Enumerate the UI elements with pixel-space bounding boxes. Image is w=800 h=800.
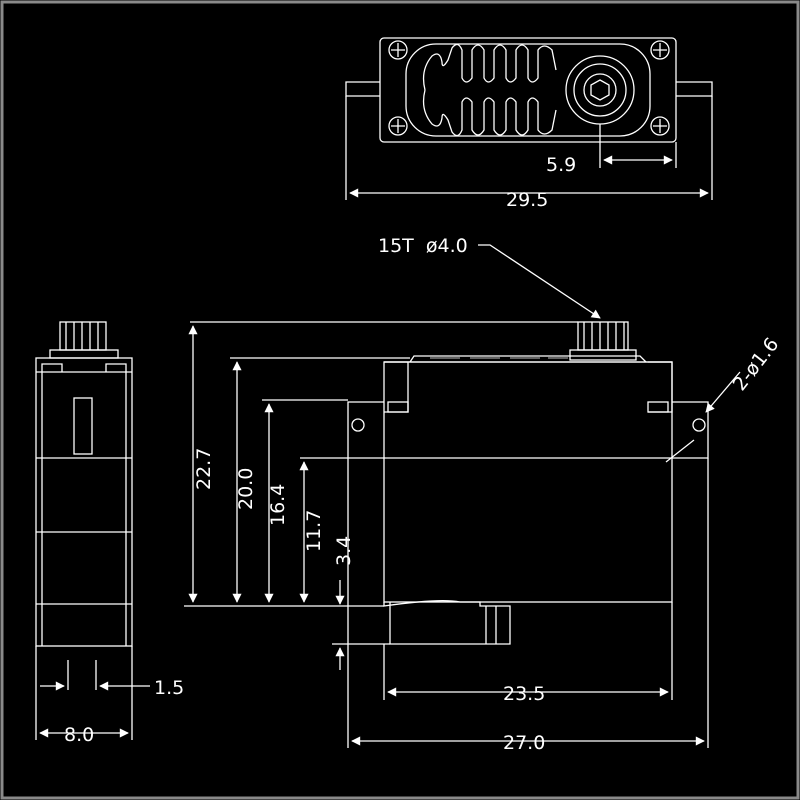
side-body <box>35 357 133 647</box>
spline-callout: 15T ø4.0 <box>378 235 468 257</box>
dim-body-width: 23.5 <box>503 683 545 705</box>
dim-height-base: 3.4 <box>333 536 355 566</box>
top-view-body <box>379 37 677 143</box>
dim-height-body: 20.0 <box>235 468 257 510</box>
dim-mount-width: 27.0 <box>503 732 545 754</box>
output-shaft-icon <box>565 55 635 125</box>
top-view <box>345 37 713 200</box>
dim-top-width: 29.5 <box>506 189 548 211</box>
spline-icon <box>569 321 637 361</box>
cooling-fins <box>422 43 557 137</box>
hole-callout: 2-ø1.6 <box>729 334 784 395</box>
mount-hole-icon <box>351 418 365 432</box>
screw-icon <box>650 116 670 136</box>
dim-height-mount: 16.4 <box>267 484 289 526</box>
mount-hole-icon <box>692 418 706 432</box>
screw-icon <box>388 40 408 60</box>
servo-body <box>383 361 673 603</box>
dim-height-lower: 11.7 <box>303 510 325 552</box>
dim-height-total: 22.7 <box>193 448 215 490</box>
side-view <box>35 321 150 740</box>
dim-horn-offset: 5.9 <box>546 154 576 176</box>
dim-side-offset: 1.5 <box>154 677 184 699</box>
dim-side-width: 8.0 <box>64 724 94 746</box>
side-spline-icon <box>49 321 119 359</box>
front-view <box>184 244 741 748</box>
screw-icon <box>388 116 408 136</box>
screw-icon <box>650 40 670 60</box>
